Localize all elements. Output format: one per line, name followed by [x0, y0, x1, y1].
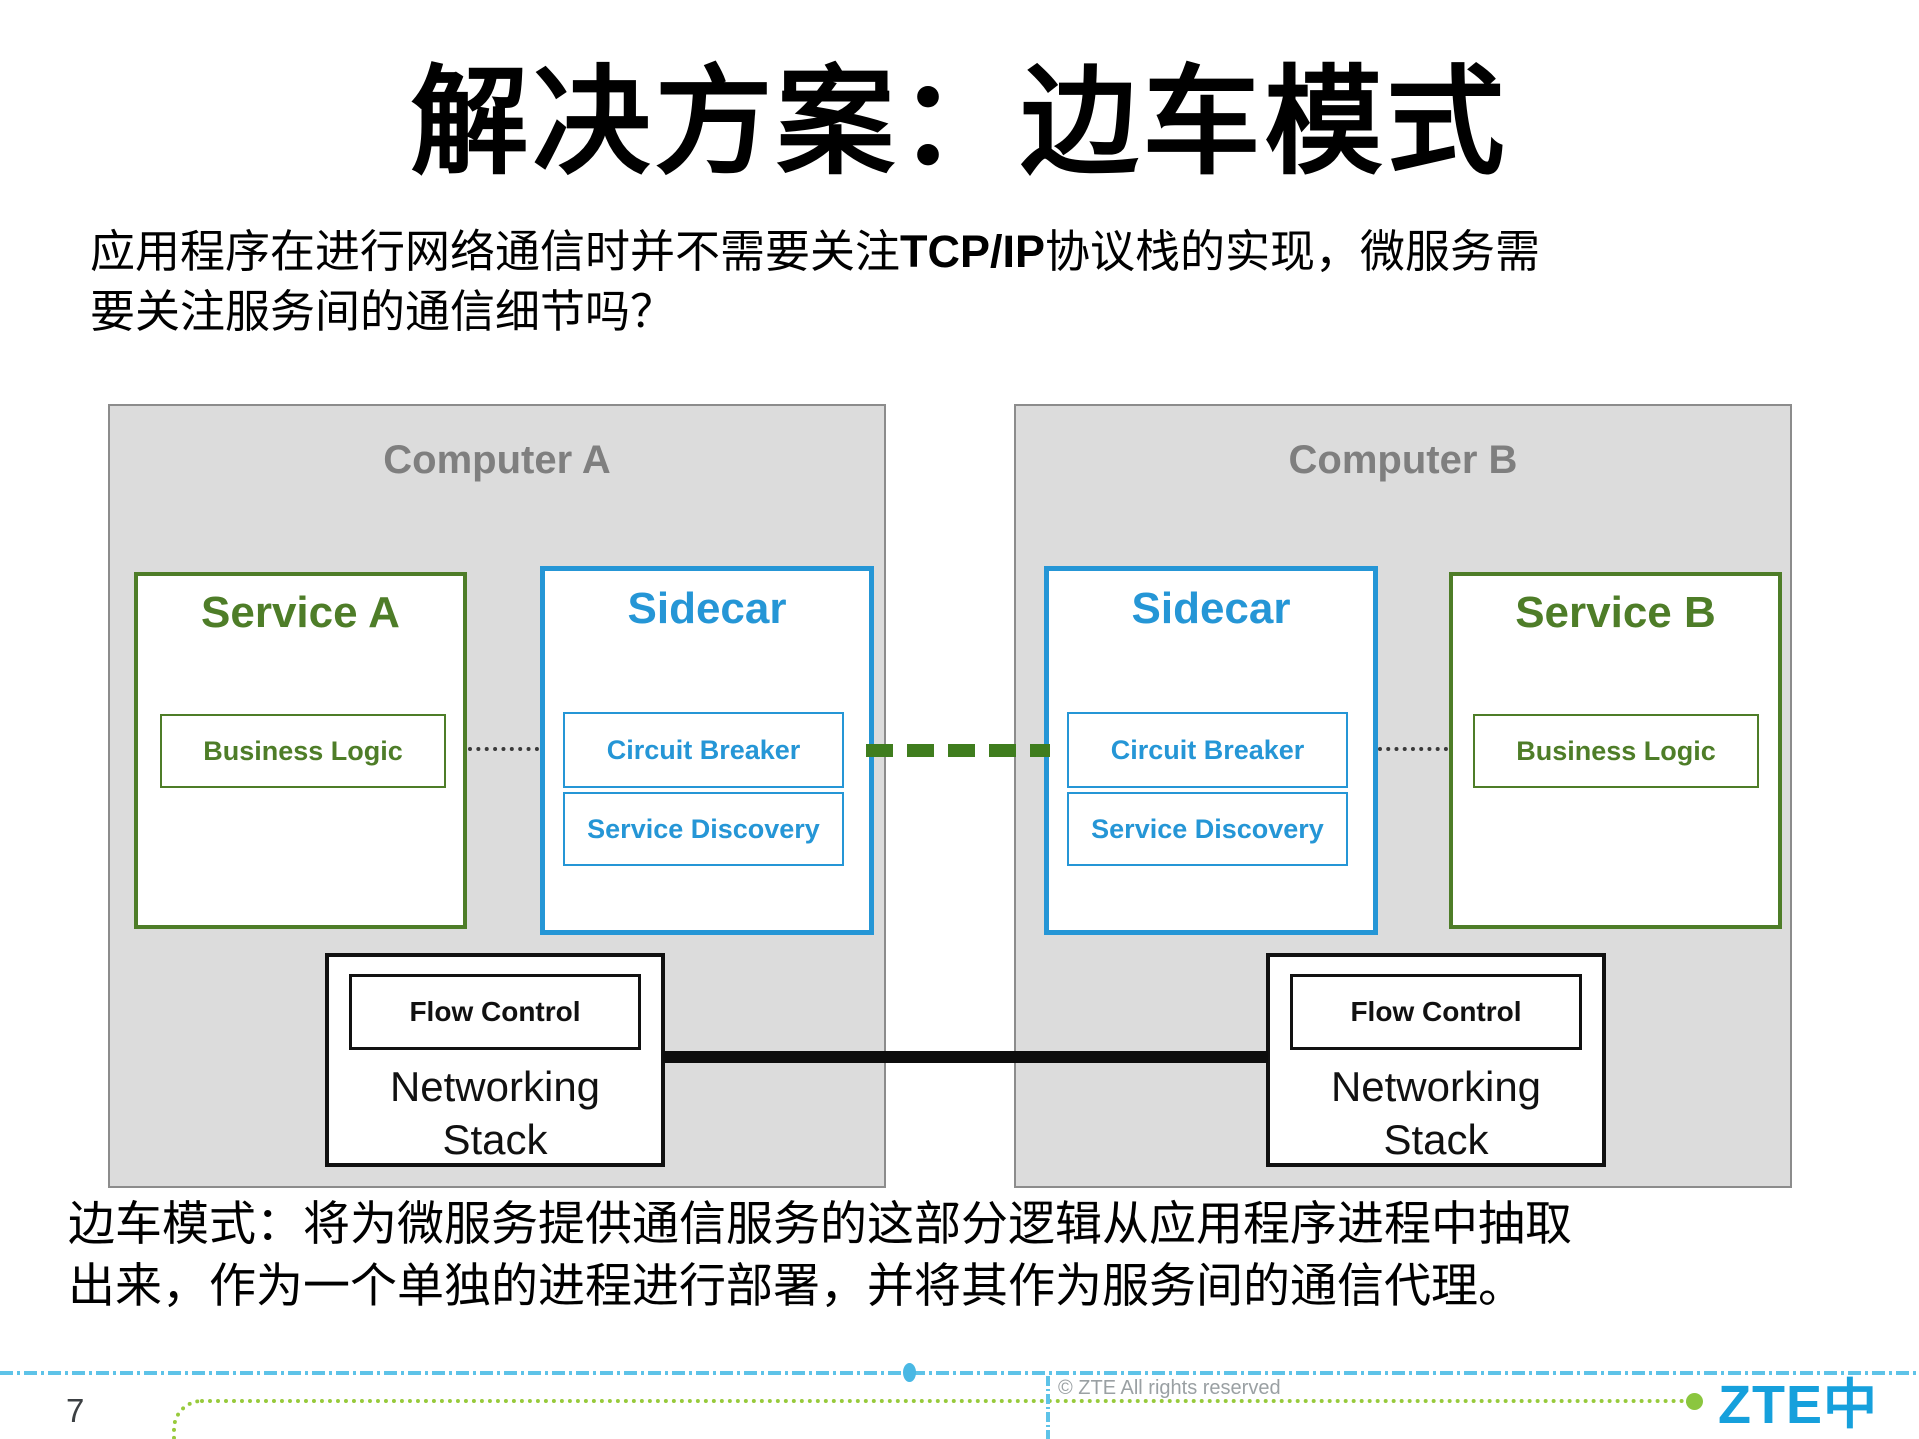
business-logic-a-box: Business Logic	[160, 714, 446, 788]
footer-green-dot	[1686, 1393, 1703, 1410]
flow-control-b-box: Flow Control	[1290, 974, 1582, 1050]
networking-a-line2: Stack	[442, 1116, 548, 1163]
intro-line1-text: 应用程序在进行网络通信时并不需要关注	[90, 227, 901, 277]
circuit-breaker-b-box: Circuit Breaker	[1067, 712, 1348, 788]
summary-line-1: 边车模式：将为微服务提供通信服务的这部分逻辑从应用程序进程中抽取	[68, 1199, 1572, 1251]
footer-dotted-frame	[172, 1399, 1688, 1439]
computer-b-label: Computer B	[1288, 438, 1518, 482]
footer-blue-dot	[903, 1363, 916, 1382]
intro-line-2: 要关注服务间的通信细节吗？	[90, 287, 676, 337]
sidecar-dashed-link	[866, 744, 1050, 757]
dotted-connector-a	[468, 747, 539, 751]
summary-paragraph: 边车模式：将为微服务提供通信服务的这部分逻辑从应用程序进程中抽取 出来，作为一个…	[68, 1194, 1708, 1318]
service-discovery-b-box: Service Discovery	[1067, 792, 1348, 866]
service-discovery-a-box: Service Discovery	[563, 792, 844, 866]
intro-line-1: 应用程序在进行网络通信时并不需要关注TCP/IP协议栈的实现，微服务需	[90, 222, 1690, 282]
footer-dashdot-line	[0, 1371, 1919, 1375]
intro-paragraph: 应用程序在进行网络通信时并不需要关注TCP/IP协议栈的实现，微服务需 要关注服…	[90, 222, 1690, 342]
networking-b-line2: Stack	[1383, 1116, 1489, 1163]
summary-line-2: 出来，作为一个单独的进程进行部署，并将其作为服务间的通信代理。	[68, 1261, 1525, 1313]
intro-tcpip-text: TCP/IP	[900, 226, 1046, 277]
business-logic-b-box: Business Logic	[1473, 714, 1759, 788]
intro-line1-tail: 协议栈的实现，微服务需	[1045, 227, 1541, 277]
network-link-line	[663, 1051, 1268, 1063]
networking-stack-b-label: Networking Stack	[1266, 1060, 1606, 1166]
flow-control-a-box: Flow Control	[349, 974, 641, 1050]
networking-a-line1: Networking	[389, 1063, 601, 1110]
zte-logo: ZTE中兴	[1718, 1375, 1878, 1435]
computer-a-label: Computer A	[383, 438, 611, 482]
service-b-title: Service B	[1515, 588, 1716, 637]
page-number: 7	[66, 1392, 85, 1429]
page-title: 解决方案：边车模式	[410, 57, 1509, 189]
dotted-connector-b	[1378, 747, 1448, 751]
copyright-text: © ZTE All rights reserved	[1058, 1377, 1281, 1399]
circuit-breaker-a-box: Circuit Breaker	[563, 712, 844, 788]
networking-stack-a-label: Networking Stack	[325, 1060, 665, 1166]
sidecar-b-title: Sidecar	[1131, 584, 1291, 633]
footer-vertical-dashdot	[1046, 1376, 1050, 1439]
sidecar-a-title: Sidecar	[627, 584, 787, 633]
networking-b-line1: Networking	[1330, 1063, 1542, 1110]
service-a-title: Service A	[201, 588, 400, 637]
